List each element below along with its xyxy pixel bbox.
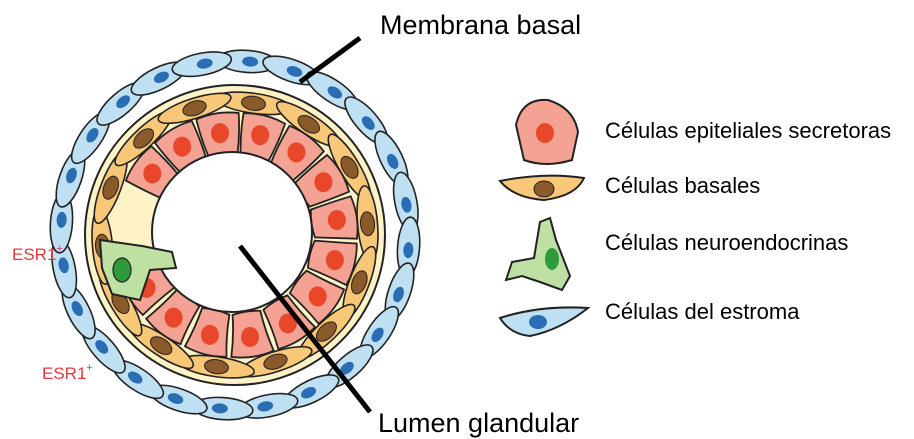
stromal-cell-icon (500, 307, 588, 336)
esr1-marker-upper: ESR1+ (12, 243, 63, 264)
legend-label-stromal: Células del estroma (605, 299, 800, 324)
esr1-marker-lower-main: ESR1 (42, 364, 86, 383)
stromal-cell (170, 48, 233, 81)
legend-label-neuroendocrine: Células neuroendocrinas (605, 230, 848, 255)
basement-membrane-label: Membrana basal (380, 10, 581, 40)
secretory-cell-icon (516, 100, 578, 164)
basal-cell-icon (500, 176, 584, 200)
esr1-marker-lower-sup: + (86, 362, 92, 374)
legend-label-secretory: Células epiteliales secretoras (605, 118, 891, 143)
legend: Células epiteliales secretoras Células b… (500, 100, 891, 336)
glandular-lumen (152, 152, 312, 312)
basement-membrane-pointer (300, 38, 360, 82)
esr1-marker-upper-main: ESR1 (12, 245, 56, 264)
legend-label-basal: Células basales (605, 173, 760, 198)
neuroendocrine-cell-icon (506, 218, 570, 290)
lumen-label: Lumen glandular (378, 408, 579, 438)
esr1-marker-upper-sup: + (56, 243, 62, 255)
esr1-marker-lower: ESR1+ (42, 362, 93, 383)
